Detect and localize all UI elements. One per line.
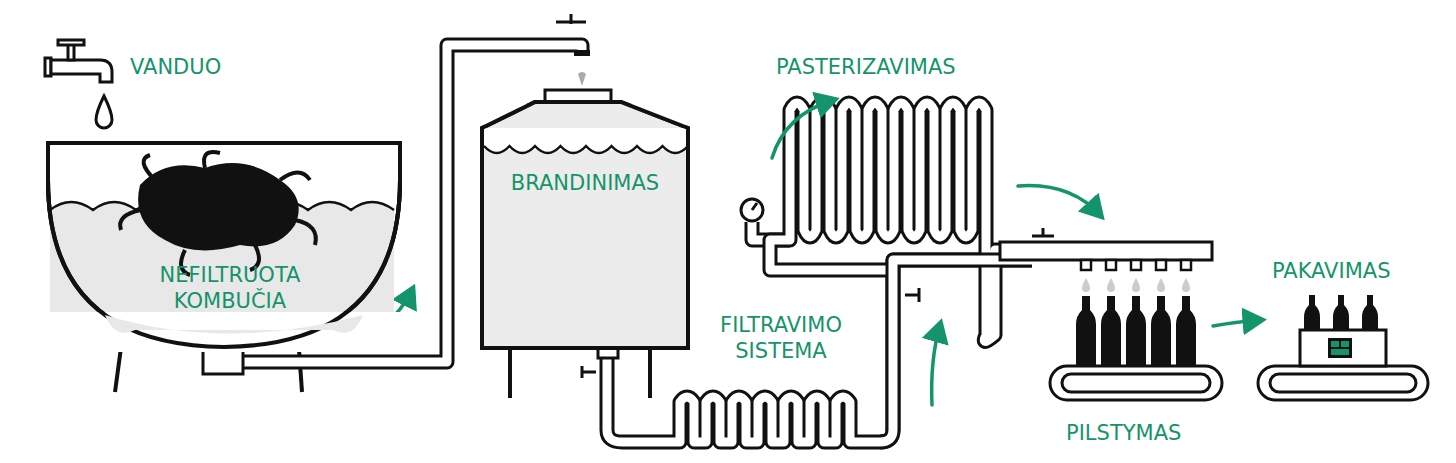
package-logo — [1328, 338, 1352, 358]
package-box — [1300, 330, 1386, 366]
stage-label: PILSTYMAS — [1066, 420, 1181, 446]
maturation-tank: BRANDINIMAS — [480, 88, 690, 350]
stage-label: PAKAVIMAS — [1272, 258, 1390, 284]
water-drop — [96, 96, 112, 128]
conveyor-belts — [1050, 366, 1428, 400]
node-label: NEFILTRUOTA KOMBUČIA — [135, 262, 325, 315]
maturation-tank-outline — [480, 88, 690, 350]
tank-legs — [510, 348, 650, 398]
water-faucet — [45, 40, 112, 82]
stage-label: FILTRAVIMO SISTEMA — [716, 312, 846, 365]
kettle-outline — [45, 140, 403, 352]
kettle: NEFILTRUOTA KOMBUČIA — [45, 140, 403, 352]
flow-arrows — [345, 100, 1260, 405]
stage-label: PASTERIZAVIMAS — [776, 54, 956, 80]
stage-label: VANDUO — [130, 54, 221, 80]
process-piping — [607, 103, 1212, 442]
node-label: BRANDINIMAS — [490, 170, 680, 196]
